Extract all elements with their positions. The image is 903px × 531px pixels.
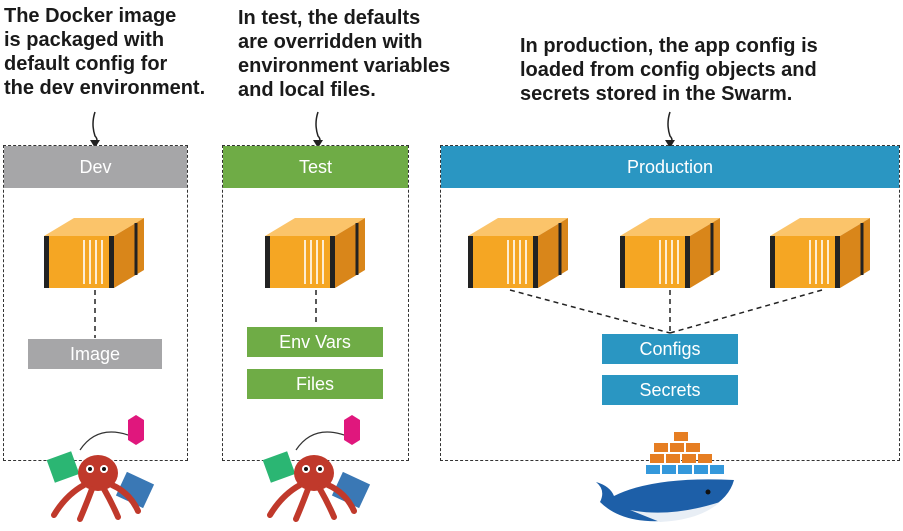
production-container-icon-3 [768,216,872,290]
dev-note: The Docker image is packaged with defaul… [4,5,206,99]
production-header: Production [441,146,899,188]
dev-container-icon [42,216,146,290]
test-container-icon [263,216,367,290]
production-container-icon-1 [466,216,570,290]
production-panel: Production Configs Secrets [440,145,900,461]
octopus-icon [262,415,371,522]
octopus-icon [46,415,155,522]
files-source-box: Files [247,369,383,399]
docker-whale-icon [596,432,734,522]
dev-panel: Dev Image [3,145,188,461]
production-note: In production, the app config is loaded … [520,35,818,105]
configs-source-box: Configs [602,334,738,364]
production-container-icon-2 [618,216,722,290]
image-source-box: Image [28,339,162,369]
secrets-source-box: Secrets [602,375,738,405]
test-note: In test, the defaults are overridden wit… [238,7,451,101]
dev-header: Dev [4,146,187,188]
env-vars-source-box: Env Vars [247,327,383,357]
test-header: Test [223,146,408,188]
